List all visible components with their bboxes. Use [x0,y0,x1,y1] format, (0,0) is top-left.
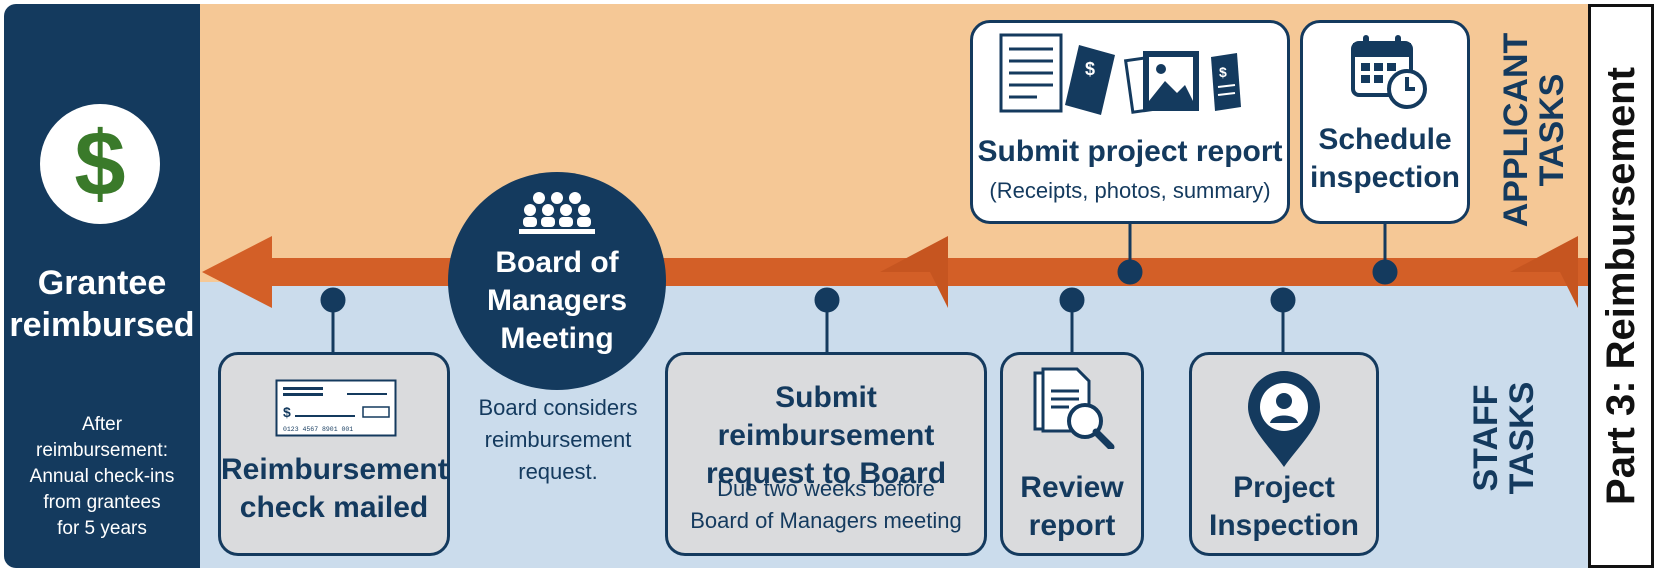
applicant-tasks-label: APPLICANT TASKS [1497,32,1571,228]
board-meeting-circle: Board of Managers Meeting [448,172,666,390]
review-report-box: Review report [1000,352,1144,556]
schedule-inspection-box: Schedule inspection [1300,20,1470,224]
location-person-icon [1248,371,1320,467]
svg-text:0123 4567 8901 001: 0123 4567 8901 001 [283,426,353,433]
timeline-chevron [880,236,948,308]
timeline-chevron [1510,236,1578,308]
timeline-arrowhead [202,236,272,308]
grantee-title: Grantee reimbursed [9,264,195,344]
check-icon: $ 0123 4567 8901 001 [275,379,397,437]
project-inspection-title: Project Inspection [1208,471,1359,542]
board-meeting-note: Board considers reimbursement request. [478,395,638,484]
timeline-node [1117,259,1143,285]
schedule-inspection-title: Schedule inspection [1309,123,1460,194]
submit-report-box: $ $ Submit project report (Receipts, pho… [970,20,1290,224]
part-title-panel [1588,4,1654,568]
svg-text:$: $ [283,404,291,420]
board-meeting-title: Board of Managers Meeting [486,246,628,355]
review-report-title: Review report [1020,471,1124,542]
svg-text:$: $ [1219,64,1227,80]
calendar-clock-icon [1351,35,1427,109]
project-inspection-box: Project Inspection [1189,352,1379,556]
submit-request-box: Submit reimbursement request to Board Du… [665,352,987,556]
submit-report-title: Submit project report [977,135,1283,168]
staff-tasks-label: STAFF TASKS [1467,381,1541,495]
part-title: Part 3: Reimbursement [1599,67,1643,505]
document-magnifier-icon [1033,367,1115,449]
documents-receipts-photos-icon: $ $ [999,33,1241,115]
submit-report-subtitle: (Receipts, photos, summary) [989,178,1271,203]
submit-request-title: Submit reimbursement request to Board [705,381,947,490]
grantee-panel [4,4,200,568]
timeline-node [1270,287,1296,313]
timeline-node [1059,287,1085,313]
audience-icon [519,192,595,234]
dollar-icon: $ [40,104,160,224]
check-mailed-box: $ 0123 4567 8901 001 Reimbursement check… [218,352,450,556]
timeline-node [1372,259,1398,285]
timeline-node [320,287,346,313]
svg-text:$: $ [1085,59,1095,79]
check-mailed-title: Reimbursement check mailed [221,453,448,524]
timeline-node [814,287,840,313]
submit-request-subtitle: Due two weeks before Board of Managers m… [690,476,962,533]
grantee-note: After reimbursement: Annual check-ins fr… [29,414,175,539]
